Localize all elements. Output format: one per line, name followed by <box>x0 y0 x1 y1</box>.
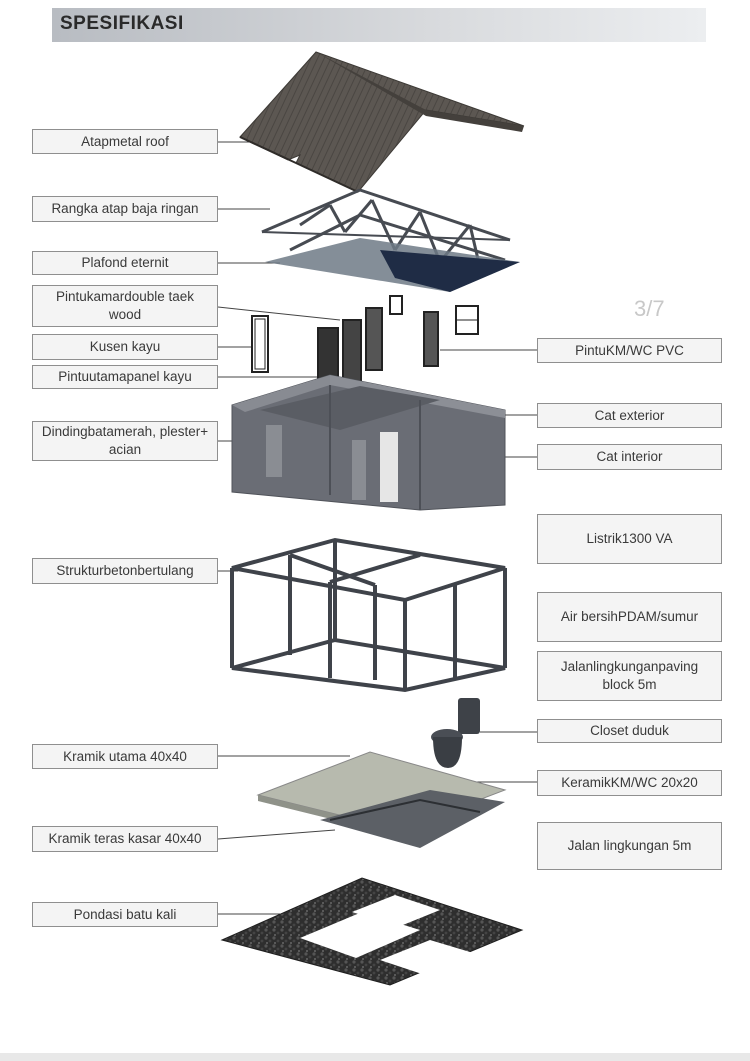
label-roof-truss: Rangka atap baja ringan <box>32 196 218 222</box>
stone-foundation <box>220 877 524 986</box>
floor-slab <box>256 751 507 848</box>
label-brick-wall: Dindingbatamerah, plester+ acian <box>32 421 218 461</box>
page-counter: 3/7 <box>634 296 665 321</box>
label-closet: Closet duduk <box>537 719 722 743</box>
label-road: Jalan lingkungan 5m <box>537 822 722 870</box>
walls <box>231 374 506 511</box>
label-bathroom-door: PintuKM/WC PVC <box>537 338 722 363</box>
label-main-tile: Kramik utama 40x40 <box>32 744 218 769</box>
label-clean-water: Air bersihPDAM/sumur <box>537 592 722 642</box>
concrete-frame <box>230 537 507 693</box>
label-interior-paint: Cat interior <box>537 444 722 470</box>
leader-lines-left <box>217 141 350 915</box>
label-exterior-paint: Cat exterior <box>537 403 722 428</box>
label-electricity: Listrik1300 VA <box>537 514 722 564</box>
label-bathroom-tile: KeramikKM/WC 20x20 <box>537 770 722 796</box>
page-title: SPESIFIKASI <box>60 13 184 34</box>
label-paving-road: Jalanlingkunganpaving block 5m <box>537 651 722 701</box>
label-concrete-structure: Strukturbetonbertulang <box>32 558 218 584</box>
label-main-door: Pintuutamapanel kayu <box>32 365 218 389</box>
bottom-divider <box>0 1053 750 1061</box>
label-stone-foundation: Pondasi batu kali <box>32 902 218 927</box>
label-bedroom-door: Pintukamardouble taek wood <box>32 285 218 327</box>
label-ceiling: Plafond eternit <box>32 251 218 275</box>
toilet-closet <box>431 698 480 768</box>
header-bar <box>52 8 706 42</box>
leader-lines-right <box>440 349 537 783</box>
roof-truss <box>261 188 511 269</box>
label-wood-frame: Kusen kayu <box>32 334 218 360</box>
label-terrace-tile: Kramik teras kasar 40x40 <box>32 826 218 852</box>
roof-panel <box>239 51 525 193</box>
ceiling-plate <box>265 238 520 292</box>
doors-windows <box>251 295 479 391</box>
label-roof: Atapmetal roof <box>32 129 218 154</box>
